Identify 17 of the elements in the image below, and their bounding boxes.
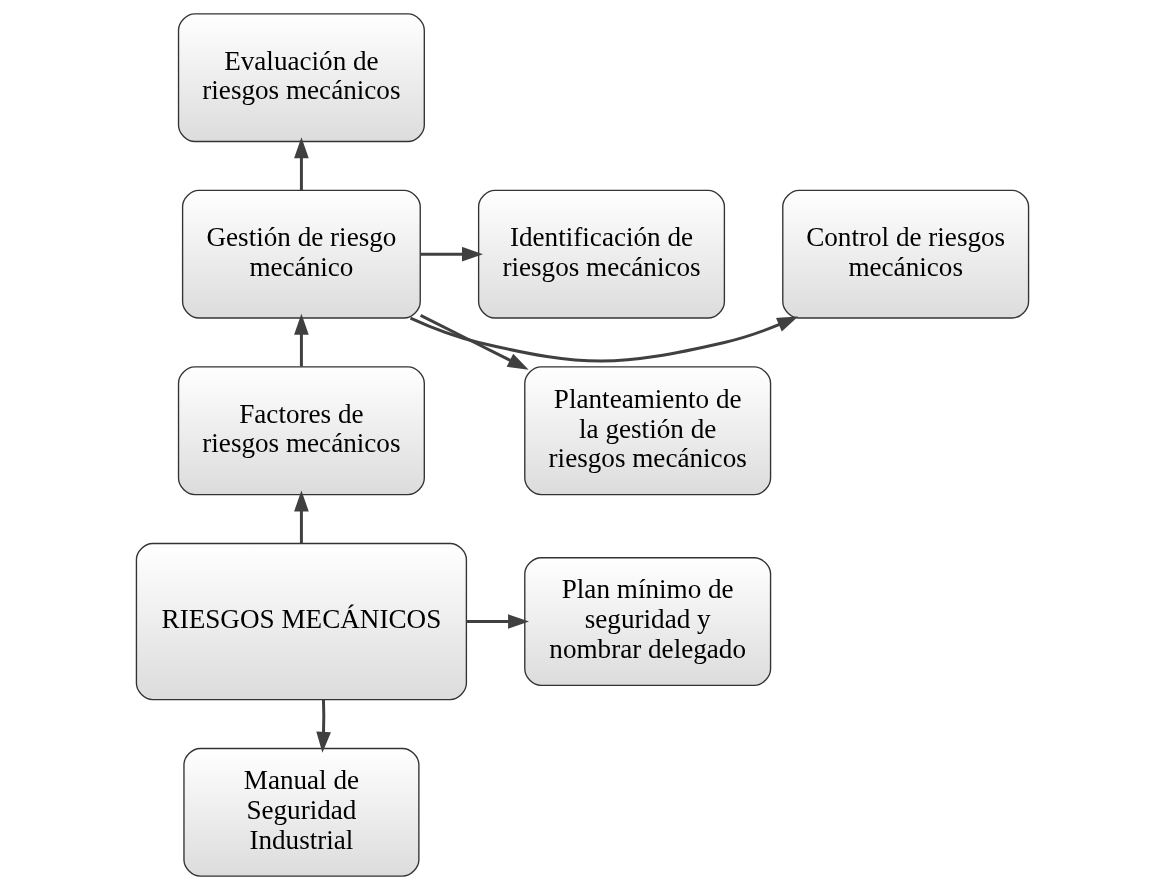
arrow — [420, 246, 483, 262]
arrow — [294, 137, 309, 191]
node-box: Control de riesgos mecánicos — [782, 189, 1030, 319]
arrow — [409, 316, 799, 363]
node-box: Plan mínimo de seguridad y nombrar delegado — [524, 557, 772, 687]
node-box: Identificación de riesgos mecánicos — [477, 189, 726, 319]
node-box: Planteamiento de la gestión de riesgos mecánicos — [524, 366, 772, 496]
arrow — [294, 490, 309, 544]
arrow — [419, 314, 529, 370]
node-box: Factores de riesgos mecánicos — [177, 366, 425, 496]
arrow — [316, 699, 331, 753]
node-box: Evaluación de riesgos mecánicos — [177, 13, 425, 143]
arrow — [466, 614, 529, 629]
node-box: RIESGOS MECÁNICOS — [135, 542, 468, 701]
arrow — [294, 313, 309, 367]
node-box: Manual de Seguridad Industrial — [183, 747, 420, 877]
node-box: Gestión de riesgo mecánico — [181, 189, 421, 319]
